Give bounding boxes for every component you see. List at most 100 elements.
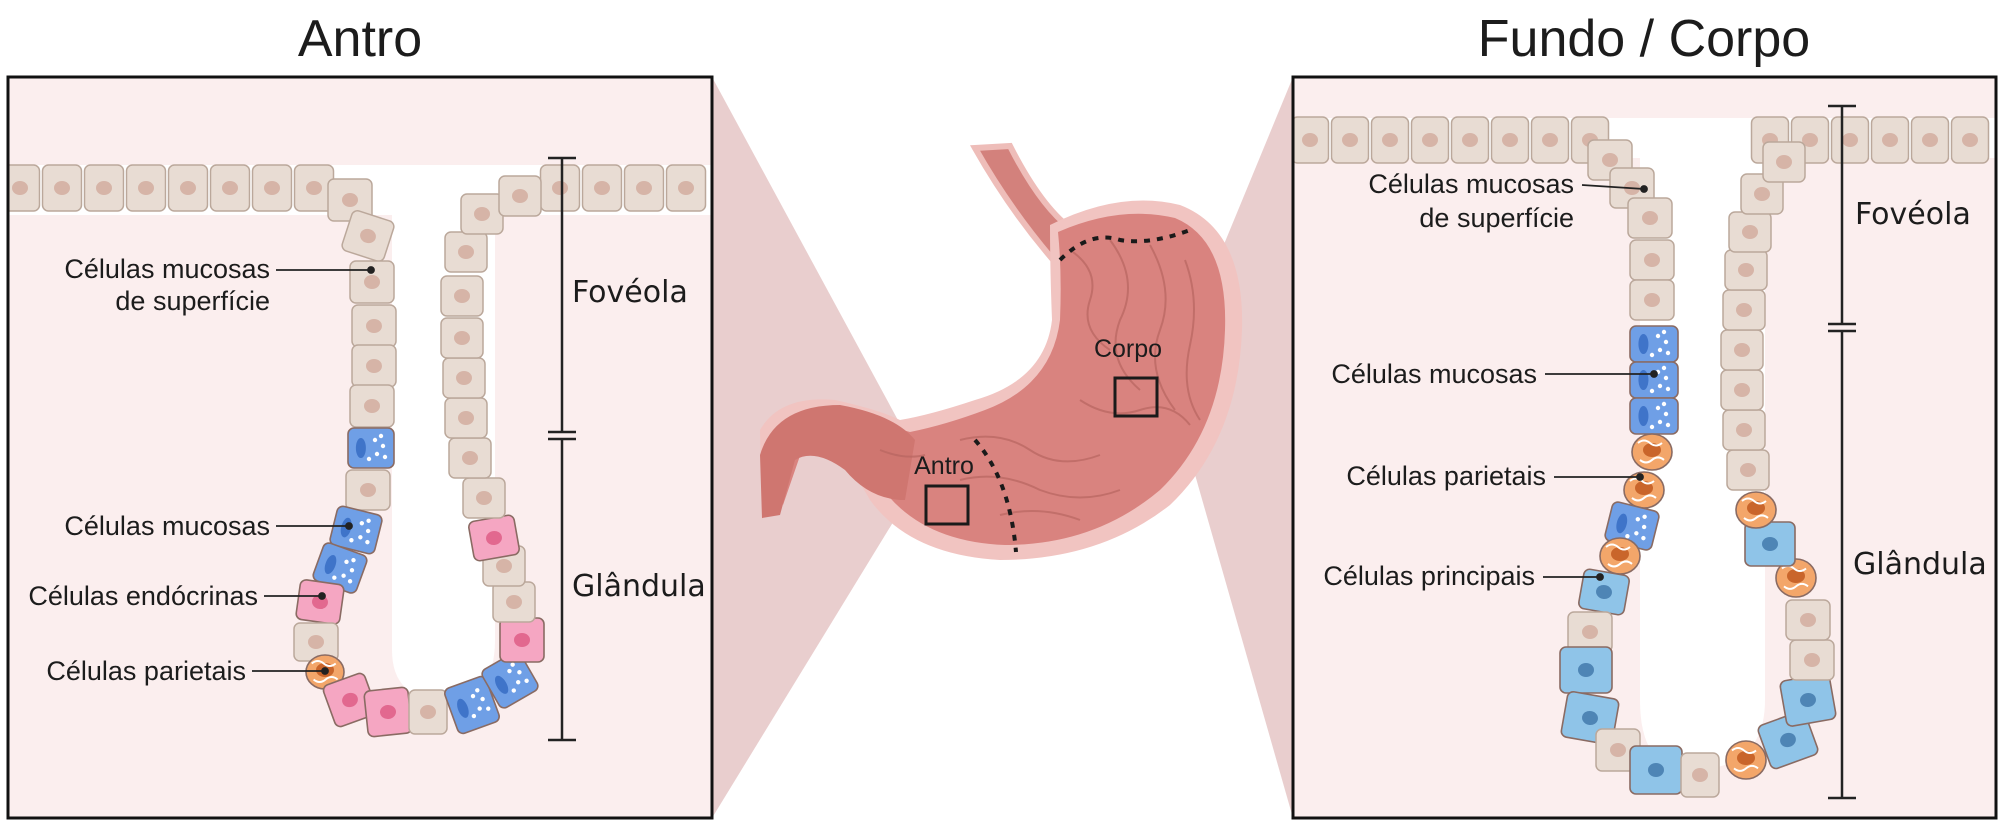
antrum-panel-title: Antro	[298, 10, 422, 68]
parietal-cell	[1725, 740, 1767, 780]
body-callout-wedge	[1168, 77, 1293, 818]
chief-cell	[1578, 568, 1630, 616]
surface-mucous-cell	[1370, 116, 1410, 164]
fundus-foveola-label: Fovéola	[1855, 197, 1971, 232]
surface-mucous-cell	[1785, 599, 1831, 641]
surface-mucous-cell	[1728, 211, 1772, 253]
surface-mucous-cell	[444, 397, 488, 439]
antrum-gland-label: Glândula	[572, 569, 706, 604]
surface-mucous-cell	[1720, 369, 1764, 411]
antrum-panel-frame	[6, 75, 714, 820]
surface-mucous-cell	[293, 164, 335, 212]
chief-cell	[1629, 745, 1683, 795]
fundus-gland-label: Glândula	[1853, 547, 1987, 582]
surface-mucous-cell	[1627, 197, 1673, 239]
fundus-scale-bars	[1828, 104, 1856, 800]
antrum-leader-lines	[252, 266, 375, 675]
surface-mucous-cell	[1567, 611, 1613, 653]
surface-mucous-cell	[539, 164, 581, 212]
chief-cell	[1559, 646, 1613, 694]
antrum-region	[760, 405, 915, 518]
antrum-surface-cells-label-2: de superfície	[115, 286, 270, 316]
surface-mucous-cell	[1789, 639, 1835, 681]
surface-mucous-cell	[1720, 329, 1764, 371]
surface-mucous-cell	[1330, 116, 1370, 164]
stomach-body-label: Corpo	[1094, 335, 1162, 363]
parietal-cell	[1735, 491, 1777, 529]
antrum-gland-cells	[8, 164, 707, 738]
surface-mucous-cell	[1724, 249, 1768, 291]
surface-mucous-cell	[1762, 141, 1806, 183]
mucous-neck-cell	[481, 651, 539, 709]
endocrine-cell	[322, 672, 378, 728]
surface-mucous-cell	[1680, 752, 1720, 798]
surface-mucous-cell	[444, 231, 488, 273]
stomach-antrum-label: Antro	[914, 452, 974, 480]
endocrine-cell	[363, 686, 413, 738]
surface-mucous-cell	[1530, 116, 1570, 164]
fundus-body-boundary	[1058, 228, 1191, 262]
surface-mucous-cell	[349, 260, 395, 304]
endocrine-cell	[295, 579, 345, 625]
surface-mucous-cell	[1726, 449, 1770, 491]
antrum-panel	[8, 77, 712, 818]
surface-mucous-cell	[125, 164, 167, 212]
parietal-cell	[1775, 558, 1817, 598]
surface-mucous-cell	[1722, 289, 1766, 331]
surface-mucous-cell	[462, 477, 506, 519]
fundus-body-panel	[1293, 77, 1996, 818]
surface-mucous-cell	[349, 384, 395, 428]
parietal-cell	[1623, 471, 1665, 509]
surface-mucous-cell	[448, 437, 492, 479]
surface-mucous-cell	[1740, 173, 1784, 215]
surface-mucous-cell	[408, 689, 448, 735]
fundus-parietal-cells-label: Células parietais	[1346, 461, 1546, 491]
surface-mucous-cell	[1722, 409, 1766, 451]
surface-mucous-cell	[167, 164, 209, 212]
surface-mucous-cell	[341, 210, 395, 262]
fundus-body-panel-frame	[1291, 75, 1998, 820]
antrum-parietal-cells-label: Células parietais	[46, 656, 246, 686]
mucous-neck-cell	[444, 675, 500, 735]
fundus-gland-cells	[1293, 116, 1990, 798]
surface-mucous-cell	[1830, 116, 1870, 164]
surface-mucous-cell	[1293, 116, 1330, 164]
chief-cell	[1757, 710, 1819, 770]
surface-mucous-cell	[1629, 279, 1675, 321]
antrum-surface-cells-label-1: Células mucosas	[64, 254, 270, 284]
antrum-scale-bars	[548, 156, 576, 742]
fundus-mucous-cells-label: Células mucosas	[1331, 359, 1537, 389]
chief-cell	[1744, 521, 1796, 567]
surface-mucous-cell	[1410, 116, 1450, 164]
antrum-endocrine-cells-label: Células endócrinas	[28, 581, 258, 611]
surface-mucous-cell	[41, 164, 83, 212]
fundus-surface-cells-label-1: Células mucosas	[1368, 169, 1574, 199]
surface-mucous-cell	[251, 164, 293, 212]
parietal-cell	[1631, 433, 1673, 471]
antrum-body-boundary	[973, 438, 1018, 553]
surface-mucous-cell	[665, 164, 707, 212]
fundus-leader-lines	[1543, 184, 1658, 581]
mucous-neck-cell	[1629, 325, 1679, 363]
surface-mucous-cell	[1950, 116, 1990, 164]
surface-mucous-cell	[8, 164, 41, 212]
surface-mucous-cell	[581, 164, 623, 212]
surface-mucous-cell	[1629, 239, 1675, 281]
fundus-body-panel-title: Fundo / Corpo	[1478, 10, 1810, 68]
surface-mucous-cell	[460, 193, 504, 235]
surface-mucous-cell	[442, 357, 486, 399]
surface-mucous-cell	[1595, 728, 1641, 772]
endocrine-cell	[499, 617, 545, 663]
surface-mucous-cell	[209, 164, 251, 212]
mucous-neck-cell	[1629, 397, 1679, 435]
surface-mucous-cell	[351, 344, 397, 388]
parietal-cell	[1599, 537, 1641, 575]
surface-mucous-cell	[345, 469, 391, 511]
body-sample-box	[1113, 376, 1159, 418]
fundus-chief-cells-label: Células principais	[1323, 561, 1535, 591]
antrum-mucous-cells-label: Células mucosas	[64, 511, 270, 541]
surface-mucous-cell	[351, 304, 397, 348]
surface-mucous-cell	[440, 317, 484, 359]
surface-mucous-cell	[1450, 116, 1490, 164]
fundus-surface-cells-label-2: de superfície	[1419, 203, 1574, 233]
